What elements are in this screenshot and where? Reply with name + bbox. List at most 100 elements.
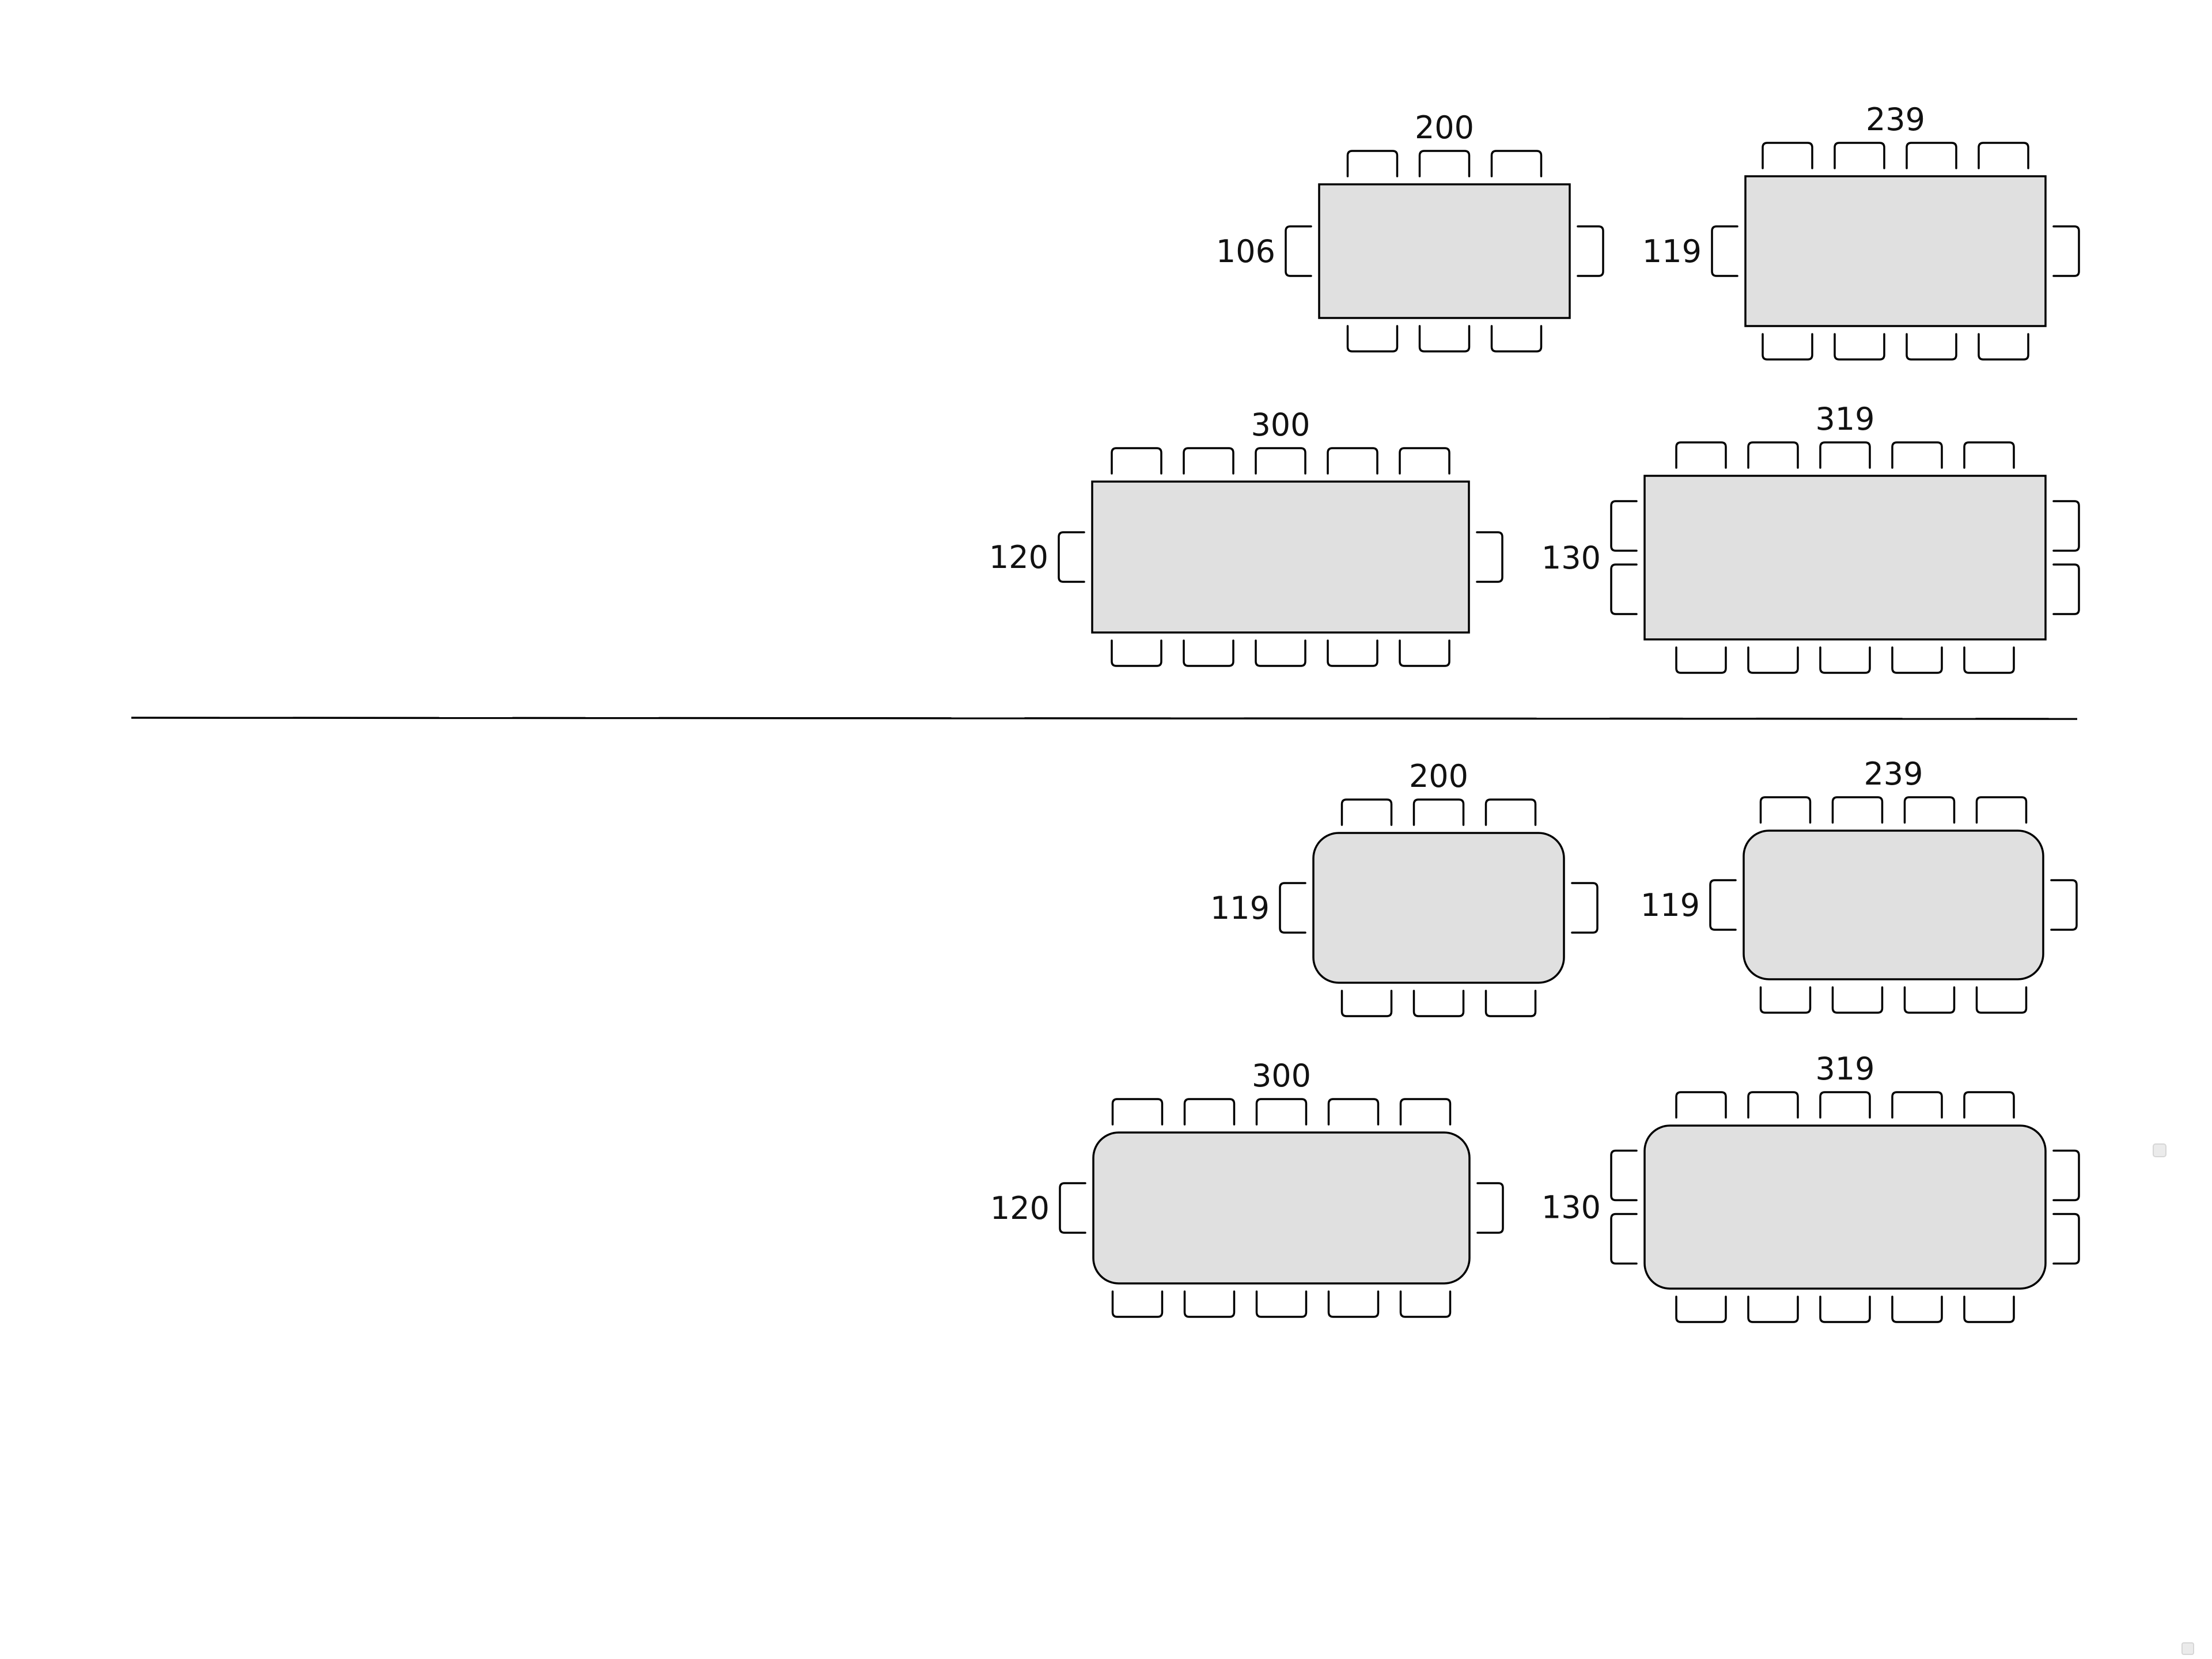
chair-right [1476, 1182, 1504, 1234]
width-label: 200 [1409, 758, 1468, 794]
depth-label: 120 [990, 1190, 1050, 1226]
chair-top [1963, 1091, 2015, 1119]
table-top [1744, 175, 2047, 327]
chair-left [1711, 225, 1738, 277]
chair-right [1577, 225, 1604, 277]
chair-top [1891, 441, 1943, 469]
width-label: 239 [1863, 756, 1923, 792]
chair-top [1891, 1091, 1943, 1119]
depth-label: 130 [1541, 1190, 1601, 1226]
chair-left [1610, 563, 1638, 615]
chair-top [1978, 142, 2029, 169]
table-group: 319 130 [1541, 1051, 2080, 1323]
chair-bottom [1255, 639, 1306, 667]
chair-left [1610, 1213, 1638, 1265]
table-top [1312, 832, 1565, 984]
chair-top [1255, 1098, 1308, 1126]
chair-left [1279, 882, 1306, 934]
depth-label: 119 [1210, 890, 1270, 926]
chair-bottom [1819, 646, 1871, 674]
chair-bottom [1111, 639, 1162, 667]
chair-bottom [1346, 325, 1399, 353]
chair-bottom [1399, 1290, 1452, 1318]
corner-marker [2153, 1143, 2166, 1157]
chair-top [1399, 1098, 1452, 1126]
tables-layer: 2001062391193001203191302001192391193001… [989, 101, 2080, 1323]
table-group: 300 120 [989, 407, 1503, 667]
chair-bottom [1759, 986, 1812, 1014]
chair-top [1111, 447, 1162, 475]
width-label: 300 [1252, 1058, 1311, 1094]
chair-top [1183, 447, 1234, 475]
chair-top [1346, 150, 1399, 177]
chair-top [1418, 150, 1471, 177]
table-top [1643, 1124, 2047, 1290]
table-top [1743, 830, 2044, 980]
depth-label: 119 [1642, 233, 1702, 270]
width-label: 319 [1815, 401, 1874, 437]
chair-right [1571, 882, 1599, 934]
chair-left [1709, 879, 1737, 931]
chair-bottom [1762, 333, 1813, 361]
table-group: 300 120 [990, 1058, 1504, 1318]
chair-bottom [1183, 1290, 1236, 1318]
chair-top [1906, 142, 1957, 169]
chair-left [1285, 225, 1312, 277]
chair-top [1975, 796, 2028, 824]
chair-bottom [1903, 986, 1956, 1014]
chair-bottom [1819, 1296, 1871, 1323]
chair-bottom [1675, 1296, 1727, 1323]
chair-bottom [1484, 990, 1537, 1017]
chair-bottom [1340, 990, 1393, 1017]
depth-label: 106 [1216, 233, 1275, 270]
chair-bottom [1978, 333, 2029, 361]
chair-bottom [1399, 639, 1450, 667]
chair-top [1327, 1098, 1380, 1126]
width-label: 239 [1866, 101, 1925, 138]
depth-label: 119 [1641, 887, 1700, 923]
chair-top [1819, 1091, 1871, 1119]
chair-top [1111, 1098, 1164, 1126]
width-label: 300 [1251, 407, 1310, 443]
chair-bottom [1255, 1290, 1308, 1318]
chair-bottom [1891, 1296, 1943, 1323]
chair-top [1675, 441, 1727, 469]
chair-bottom [1418, 325, 1471, 353]
chair-top [1183, 1098, 1236, 1126]
depth-label: 120 [989, 539, 1048, 575]
chair-bottom [1490, 325, 1543, 353]
chair-bottom [1183, 639, 1234, 667]
table-top [1318, 183, 1571, 319]
table-group: 239 119 [1642, 101, 2080, 361]
width-label: 319 [1815, 1051, 1874, 1087]
chair-top [1963, 441, 2015, 469]
chair-bottom [1834, 333, 1885, 361]
corner-marker-small [2181, 1642, 2194, 1655]
chair-top [1759, 796, 1812, 824]
chair-top [1255, 447, 1306, 475]
chair-bottom [1906, 333, 1957, 361]
chair-bottom [1675, 646, 1727, 674]
chair-left [1610, 1149, 1638, 1202]
chair-bottom [1327, 1290, 1380, 1318]
section-divider [131, 717, 2078, 720]
chair-top [1903, 796, 1956, 824]
chair-bottom [1747, 646, 1799, 674]
chair-bottom [1975, 986, 2028, 1014]
chair-top [1490, 150, 1543, 177]
chair-top [1399, 447, 1450, 475]
chair-top [1484, 798, 1537, 826]
chair-bottom [1327, 639, 1378, 667]
chair-left [1058, 531, 1085, 583]
table-top [1643, 475, 2047, 641]
chair-bottom [1831, 986, 1884, 1014]
chair-right [2052, 500, 2080, 552]
chair-bottom [1963, 1296, 2015, 1323]
chair-top [1831, 796, 1884, 824]
chair-bottom [1747, 1296, 1799, 1323]
table-group: 239 119 [1641, 756, 2078, 1014]
chair-bottom [1891, 646, 1943, 674]
